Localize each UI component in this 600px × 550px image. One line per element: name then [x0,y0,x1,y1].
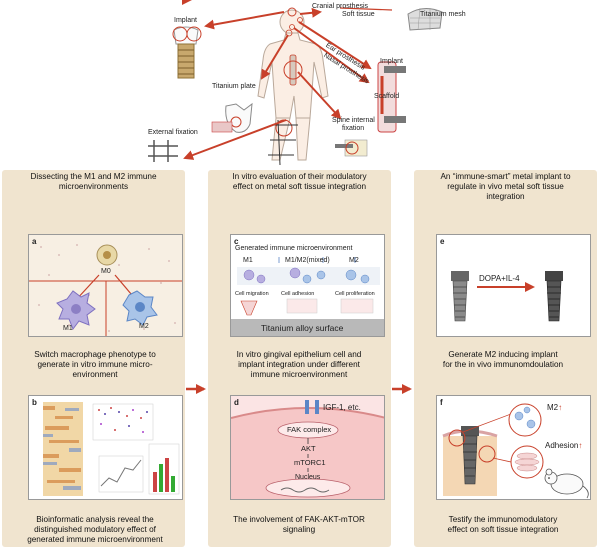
label-implant-left: Implant [174,17,197,24]
cell-assays-icon [240,298,374,316]
label-spine-line1: Spine internal [332,117,375,124]
panel-c: c Generated immune microenvironment M1 M… [230,234,385,337]
scatter-plot-icon [92,403,154,441]
receptor-icon [305,400,309,414]
label-mtorc1: mTORC1 [294,458,326,467]
label-adhesion-c: Cell adhesion [281,291,315,297]
implant-uncoated-icon [451,271,469,322]
label-spine-line2: fixation [342,125,365,132]
panel-a: a M0 M1 M2 [28,234,183,337]
implant-tissue-icon [442,426,498,496]
label-titanium-plate: Titanium plate [212,83,256,90]
label-titanium-mesh: Titanium mesh [420,11,466,18]
m2-up-arrow: ↑ [558,403,563,412]
label-migration: Cell migration [235,291,269,297]
m2-zoom-icon [508,403,542,437]
macrophage-m2-icon [122,290,158,326]
dental-implant-icon [172,26,202,79]
label-akt: AKT [301,444,316,453]
label-soft-tissue: Soft tissue [342,11,375,18]
top-illustration [148,7,443,166]
label-fak: FAK complex [287,425,332,434]
label-m2-f: M2↑ [547,403,563,412]
spine-icon [289,54,297,86]
label-scaffold: Scaffold [374,93,400,100]
label-m1-a: M1 [63,325,73,332]
external-fixation-icon [148,140,178,162]
label-m2-c: M2 [349,257,359,264]
cell-culture-icon [237,257,380,285]
leg-fixation-icon [268,119,298,166]
jaw-marker [285,29,293,37]
label-generated-immune: Generated immune microenvironment [235,245,353,252]
spine-fixation-icon [335,139,368,157]
label-mixed-c: M1/M2(mixed) [285,257,330,264]
panel-b: b [28,395,183,500]
titanium-plate-icon [211,102,253,133]
label-m1-c: M1 [243,257,253,264]
macrophage-m0-icon [96,244,118,266]
adhesion-up-arrow: ↑ [578,441,583,450]
cranial-marker [287,7,297,17]
label-adhesion-f: Adhesion↑ [545,441,583,450]
label-dopa-il4: DOPA+IL-4 [479,274,520,283]
label-implant-right: Implant [380,58,403,65]
ear-implant-icon [377,61,406,133]
panel-d: d IGF-1, etc. FAK complex AKT mTORC1 Nuc… [230,395,385,500]
label-igf: IGF-1, etc. [323,403,361,412]
implant-coated-icon [545,271,563,322]
label-m0: M0 [101,268,111,275]
titanium-surface [231,319,384,336]
label-proliferation: Cell proliferation [335,291,375,297]
label-nucleus: Nucleus [295,474,321,481]
spine-marker [283,60,303,80]
panel-e: e DOPA+IL-4 [436,234,591,337]
macrophage-m1-icon [56,290,96,331]
line-chart-icon [98,455,144,493]
nasal-marker [289,24,295,30]
label-cranial-prosthesis: Cranial prosthesis [312,3,369,10]
heatmap-icon [43,402,83,496]
label-m2-a: M2 [139,323,149,330]
panel-f: f M2↑ Adhesion↑ [436,395,591,500]
bar-chart-icon [148,443,180,495]
mouse-icon [544,468,589,499]
label-titanium-surface: Titanium alloy surface [261,323,344,333]
titanium-mesh-icon [407,7,443,31]
label-external-fixation: External fixation [148,129,198,136]
